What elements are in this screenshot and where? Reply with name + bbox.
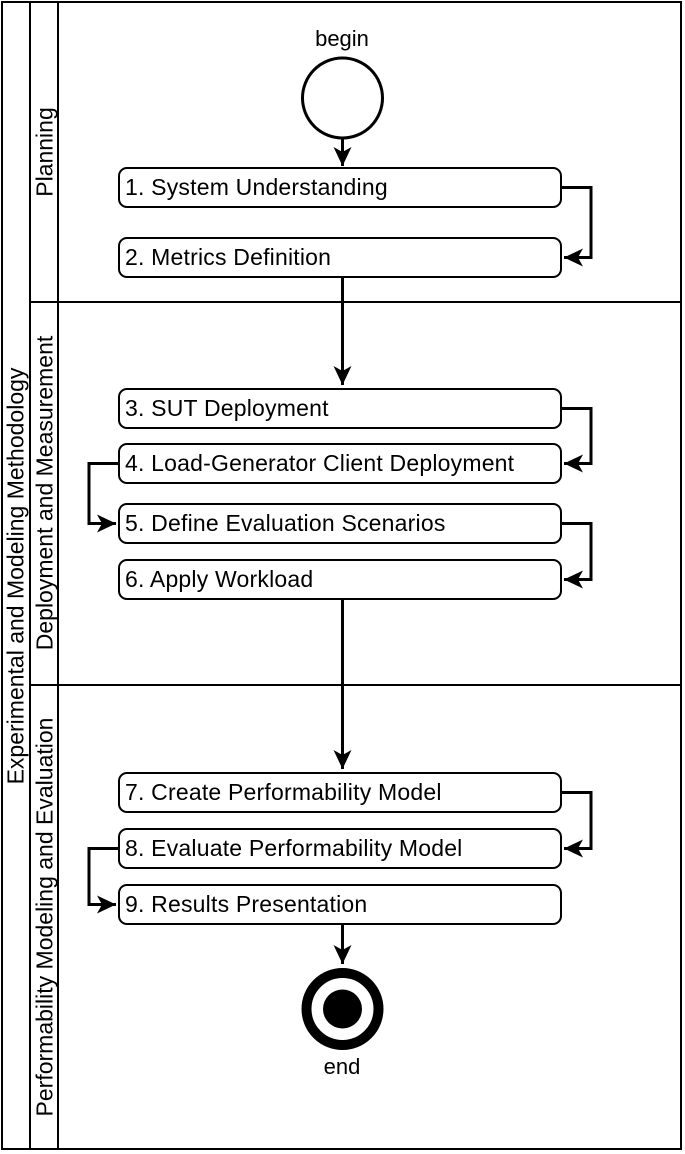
- activity-box-2-metrics-definition: 2. Metrics Definition: [118, 237, 562, 278]
- connector-8-to-9: [87, 847, 118, 914]
- activity-box-1-system-understanding: 1. System Understanding: [118, 167, 562, 208]
- activity-box-5-define-evaluation-scenarios: 5. Define Evaluation Scenarios: [118, 503, 562, 544]
- activity-box-8-evaluate-performability-model: 8. Evaluate Performability Model: [118, 828, 562, 869]
- activity-box-7-create-performability-model: 7. Create Performability Model: [118, 772, 562, 813]
- connector-3-to-4: [562, 407, 593, 473]
- connector-5-to-6: [562, 522, 593, 589]
- activity-box-9-results-presentation: 9. Results Presentation: [118, 884, 562, 925]
- end-label: end: [323, 1054, 361, 1079]
- begin-label: begin: [315, 26, 369, 51]
- lane-divider-deployment-performability: [30, 684, 682, 686]
- connector-4-to-5: [87, 462, 118, 533]
- activity-box-6-apply-workload: 6. Apply Workload: [118, 559, 562, 600]
- connector-1-to-2: [562, 186, 593, 267]
- begin-node-circle: [301, 56, 384, 140]
- lane-divider-planning-deployment: [30, 301, 682, 303]
- connector-7-to-8: [562, 791, 593, 858]
- activity-box-4-load-generator-client-deployment: 4. Load-Generator Client Deployment: [118, 443, 562, 484]
- lane-label-column: [31, 1, 59, 1150]
- activity-box-3-sut-deployment: 3. SUT Deployment: [118, 388, 562, 429]
- end-node-inner-dot: [323, 989, 362, 1029]
- methodology-column: [1, 1, 31, 1150]
